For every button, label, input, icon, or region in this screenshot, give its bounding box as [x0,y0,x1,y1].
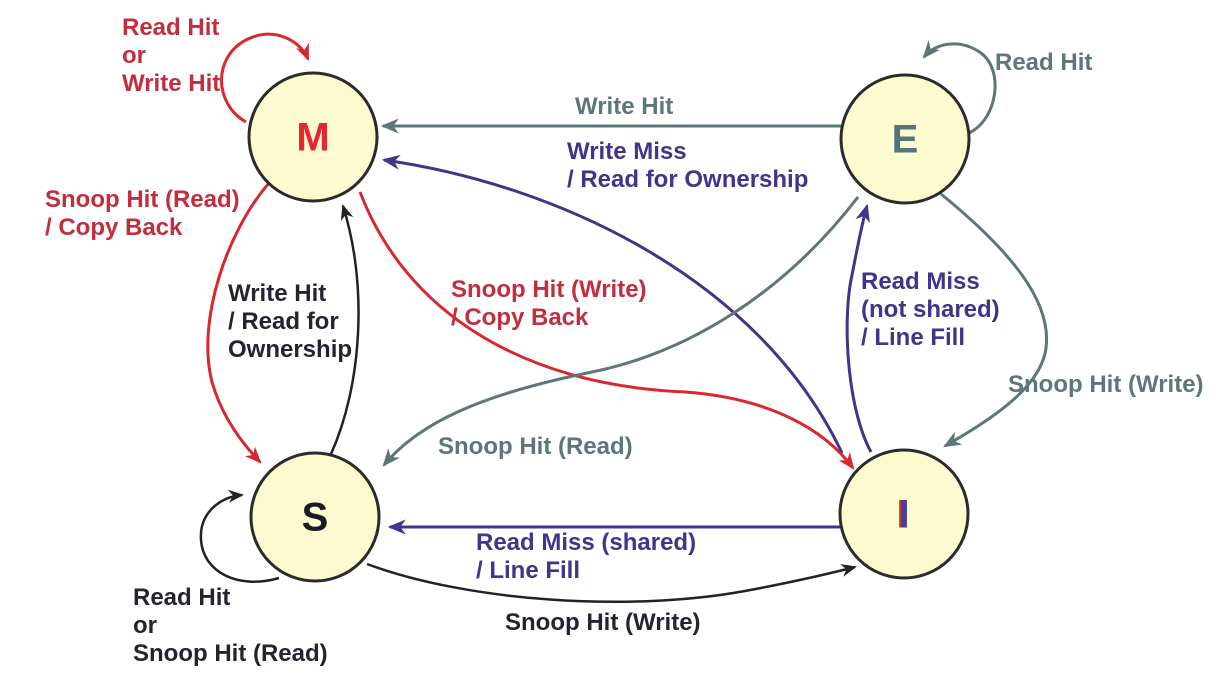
label-s-self: Read Hit or Snoop Hit (Read) [133,584,328,667]
label-m-self: Read Hit or Write Hit [122,14,221,97]
label-e-to-i: Snoop Hit (Write) [1008,371,1204,398]
node-m-label: M [296,115,330,160]
arrow-m-self [220,32,310,124]
arrow-e-to-s [382,196,860,467]
arrow-m-to-i [358,191,855,470]
arrow-e-to-i [940,192,1049,448]
node-e-circle [839,73,971,205]
node-m-circle [247,71,379,203]
node-e-label: E [891,117,919,162]
arrow-s-self [199,489,280,583]
arrow-e-self [922,40,997,135]
arrow-i-to-m [381,154,844,454]
node-i-circle [838,448,970,580]
node-s-circle [249,451,381,583]
label-m-to-i: Snoop Hit (Write) / Copy Back [451,276,647,331]
label-e-self: Read Hit [995,49,1093,76]
label-m-to-s: Snoop Hit (Read) / Copy Back [45,186,240,241]
label-i-to-m: Write Miss / Read for Ownership [567,138,809,193]
arrow-m-to-s [206,182,271,464]
node-i-label: I [898,492,910,537]
label-i-to-e: Read Miss (not shared) / Line Fill [861,268,1000,351]
label-e-to-m: Write Hit [575,93,674,120]
arrow-i-to-e [845,203,873,453]
label-s-to-m: Write Hit / Read for Ownership [228,280,353,363]
arrow-s-to-i [366,562,857,604]
label-i-to-s: Read Miss (shared) / Line Fill [476,529,697,584]
label-e-to-s: Snoop Hit (Read) [438,433,633,460]
arrow-s-to-m [329,204,360,455]
node-s-label: S [301,495,329,540]
label-s-to-i: Snoop Hit (Write) [505,609,701,636]
